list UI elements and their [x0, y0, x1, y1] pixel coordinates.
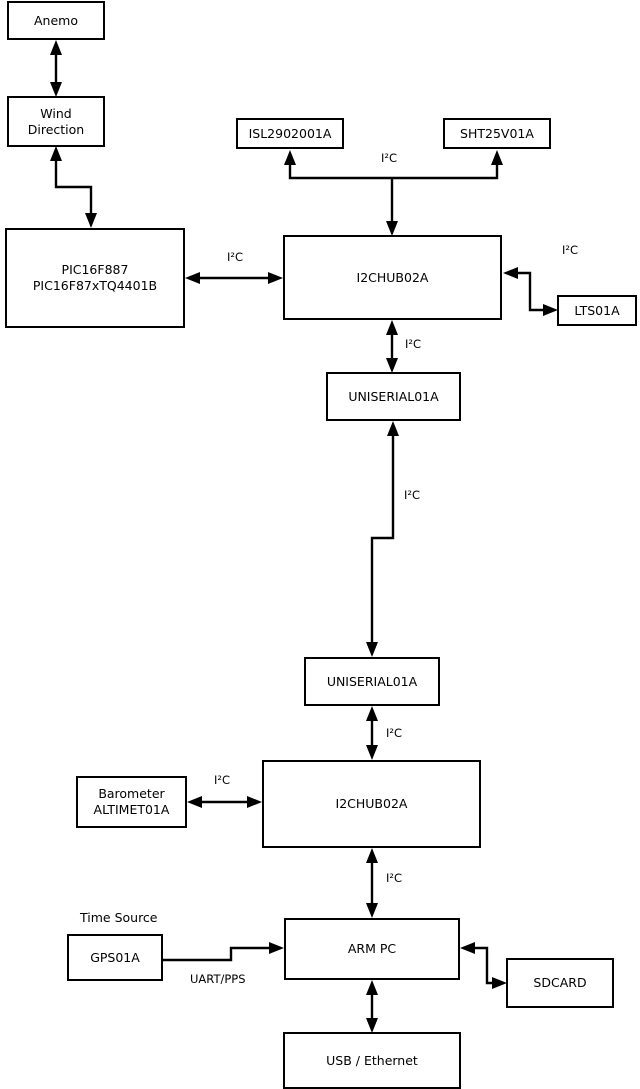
edge-label-i2c-hub-uniserial: I²C	[405, 337, 422, 351]
connector-hubbottom-armpc	[366, 848, 378, 918]
node-i2chub02a-top[interactable]: I2CHUB02A	[283, 235, 502, 320]
node-isl2902001a[interactable]: ISL2902001A	[236, 118, 344, 149]
connector-hubtop-uniserial	[386, 320, 398, 373]
connector-pic-hubtop	[185, 272, 283, 284]
edge-label-i2c-uniserial-link: I²C	[404, 488, 421, 502]
connector-hubtop-sensors	[284, 150, 503, 236]
edge-label-i2c-barometer-hub: I²C	[214, 773, 231, 787]
label-time-source: Time Source	[80, 910, 158, 925]
connector-barometer-hubbottom	[187, 796, 262, 808]
node-usb-ethernet[interactable]: USB / Ethernet	[283, 1032, 461, 1089]
edge-label-i2c-pic-hub: I²C	[227, 250, 244, 264]
edge-label-i2c-hub-lts: I²C	[562, 243, 579, 257]
node-pic-microcontroller[interactable]: PIC16F887 PIC16F87xTQ4401B	[5, 228, 185, 328]
node-lts01a[interactable]: LTS01A	[557, 295, 637, 326]
node-wind-direction[interactable]: Wind Direction	[7, 96, 105, 147]
connector-armpc-sdcard	[460, 942, 507, 989]
node-arm-pc[interactable]: ARM PC	[284, 918, 460, 980]
edge-label-i2c-uniserial-hub: I²C	[386, 726, 403, 740]
connector-anemo-wind	[50, 40, 62, 97]
node-i2chub02a-bottom[interactable]: I2CHUB02A	[262, 760, 481, 848]
node-gps01a[interactable]: GPS01A	[67, 934, 163, 981]
edge-label-i2c-sensors-top: I²C	[381, 151, 398, 165]
node-sht25v01a[interactable]: SHT25V01A	[443, 118, 551, 149]
connector-armpc-usb	[366, 980, 378, 1033]
edge-label-uart-pps: UART/PPS	[190, 972, 246, 986]
node-sdcard[interactable]: SDCARD	[506, 958, 614, 1008]
node-uniserial01a-lower[interactable]: UNISERIAL01A	[304, 657, 440, 706]
node-barometer-altimet01a[interactable]: Barometer ALTIMET01A	[76, 776, 187, 828]
node-anemo[interactable]: Anemo	[7, 1, 105, 40]
edge-label-i2c-hub-armpc: I²C	[386, 871, 403, 885]
node-uniserial01a-upper[interactable]: UNISERIAL01A	[326, 372, 461, 421]
connector-gps-armpc	[163, 942, 284, 962]
connector-wind-pic	[50, 146, 97, 228]
connector-hubtop-lts	[503, 267, 558, 316]
connector-uniserial-hubbottom	[366, 706, 378, 760]
connector-uniserial-link	[366, 421, 399, 657]
